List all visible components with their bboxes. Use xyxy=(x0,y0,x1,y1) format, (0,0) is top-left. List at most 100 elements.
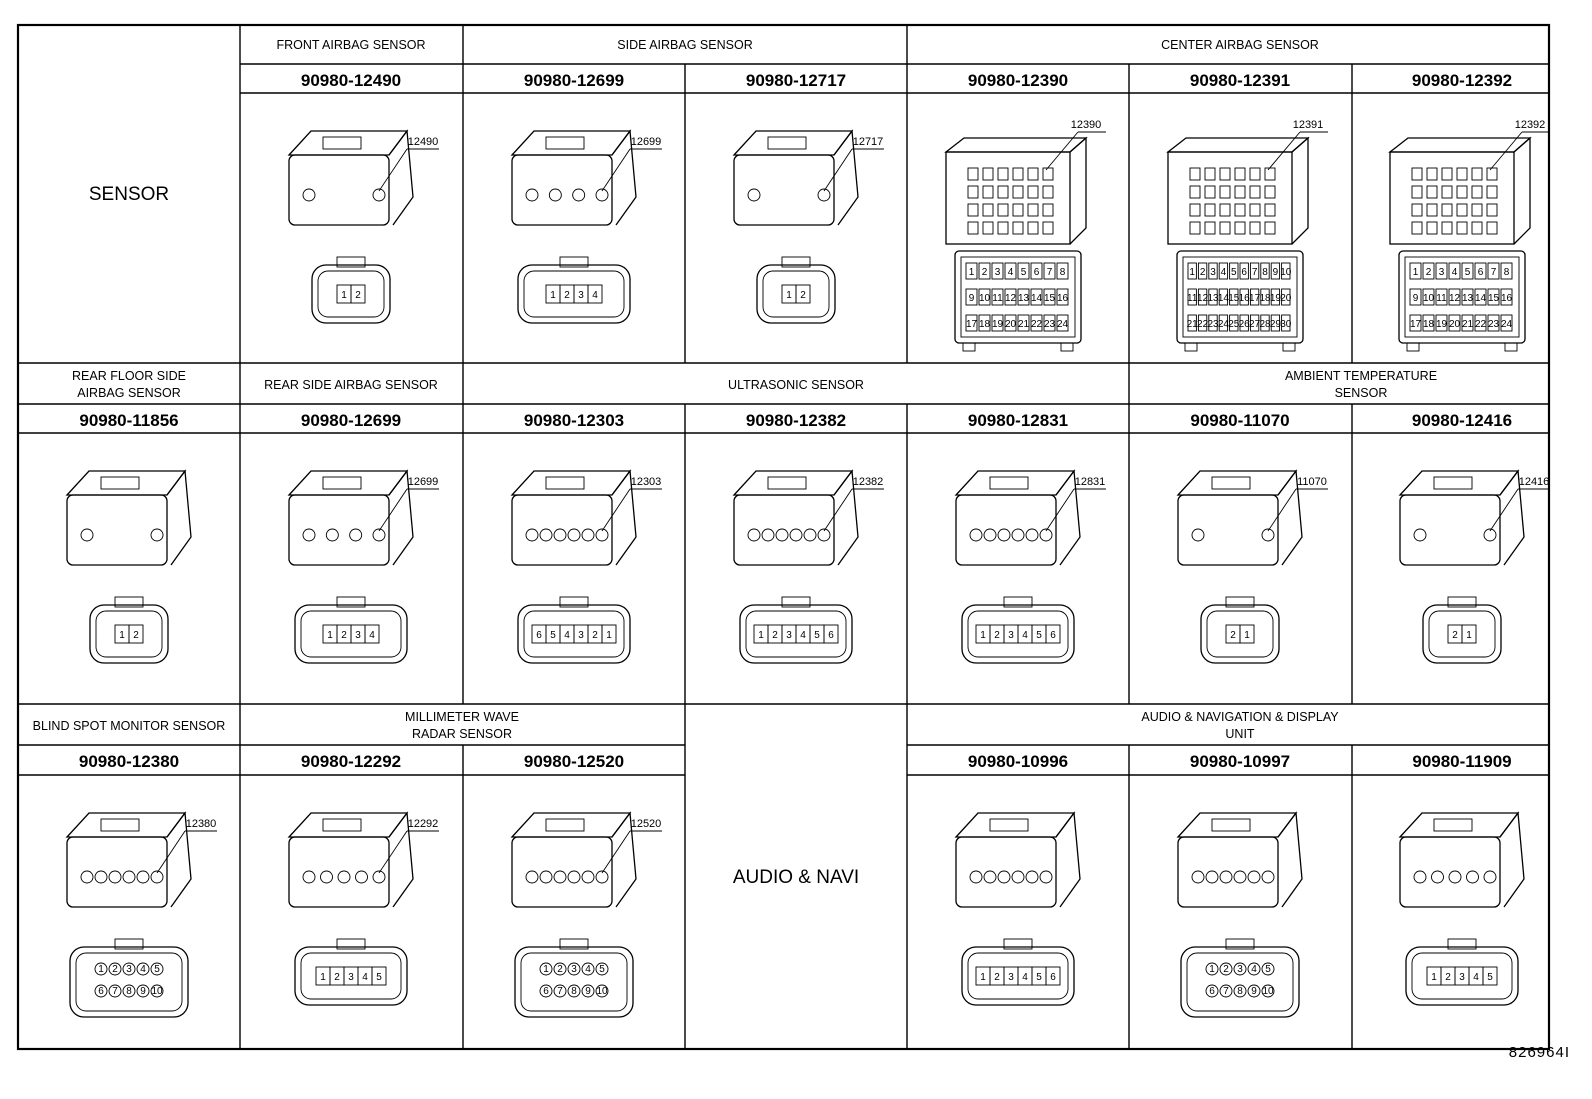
svg-text:18: 18 xyxy=(1259,293,1271,304)
svg-text:1: 1 xyxy=(606,630,612,641)
svg-text:11: 11 xyxy=(1187,293,1198,304)
svg-text:15: 15 xyxy=(1488,293,1500,304)
svg-text:2: 2 xyxy=(994,630,1000,641)
svg-text:12: 12 xyxy=(1005,293,1017,304)
svg-text:7: 7 xyxy=(1223,986,1229,997)
svg-text:1: 1 xyxy=(980,972,986,983)
svg-text:3: 3 xyxy=(1008,972,1014,983)
svg-text:2: 2 xyxy=(1445,972,1451,983)
group-center-airbag: CENTER AIRBAG SENSOR xyxy=(1161,38,1319,52)
svg-text:3: 3 xyxy=(355,630,361,641)
svg-text:17: 17 xyxy=(966,319,978,330)
svg-text:4: 4 xyxy=(362,972,368,983)
svg-text:5: 5 xyxy=(1487,972,1493,983)
part-number: 90980-12382 xyxy=(746,411,846,430)
drawing-id: 826964I xyxy=(1508,1044,1570,1061)
svg-text:16: 16 xyxy=(1501,293,1513,304)
svg-text:10: 10 xyxy=(1280,267,1292,278)
svg-text:7: 7 xyxy=(1252,267,1258,278)
group-ambient-2: SENSOR xyxy=(1335,386,1388,400)
part-number: 90980-11909 xyxy=(1412,752,1511,771)
svg-text:4: 4 xyxy=(585,964,591,975)
svg-text:11: 11 xyxy=(992,293,1003,304)
group-side-airbag: SIDE AIRBAG SENSOR xyxy=(617,38,752,52)
svg-text:30: 30 xyxy=(1280,319,1292,330)
svg-text:1: 1 xyxy=(1431,972,1437,983)
svg-text:14: 14 xyxy=(1475,293,1487,304)
svg-text:1: 1 xyxy=(550,290,556,301)
svg-text:2: 2 xyxy=(800,290,806,301)
header-labels: SENSOR FRONT AIRBAG SENSOR SIDE AIRBAG S… xyxy=(33,38,1437,888)
svg-text:24: 24 xyxy=(1501,319,1513,330)
svg-text:2: 2 xyxy=(355,290,361,301)
svg-text:22: 22 xyxy=(1475,319,1487,330)
svg-text:15: 15 xyxy=(1228,293,1240,304)
svg-text:4: 4 xyxy=(1251,964,1257,975)
svg-text:9: 9 xyxy=(585,986,591,997)
part-number: 90980-12717 xyxy=(746,71,846,90)
group-rear-floor-side-1: REAR FLOOR SIDE xyxy=(72,369,186,383)
part-number: 90980-11070 xyxy=(1190,411,1289,430)
svg-text:6: 6 xyxy=(536,630,542,641)
svg-text:17: 17 xyxy=(1410,319,1422,330)
svg-text:23: 23 xyxy=(1207,319,1219,330)
svg-text:1: 1 xyxy=(98,964,104,975)
svg-text:21: 21 xyxy=(1462,319,1474,330)
svg-text:1: 1 xyxy=(1189,267,1195,278)
svg-text:2: 2 xyxy=(1426,267,1432,278)
svg-text:2: 2 xyxy=(557,964,563,975)
svg-text:1: 1 xyxy=(543,964,549,975)
svg-text:2: 2 xyxy=(334,972,340,983)
group-ambient-1: AMBIENT TEMPERATURE xyxy=(1285,369,1437,383)
svg-text:12416: 12416 xyxy=(1519,476,1550,488)
group-blind-spot: BLIND SPOT MONITOR SENSOR xyxy=(33,719,226,733)
part-number: 90980-12831 xyxy=(968,411,1068,430)
svg-text:2: 2 xyxy=(1230,630,1236,641)
svg-text:14: 14 xyxy=(1218,293,1230,304)
svg-text:2: 2 xyxy=(112,964,118,975)
svg-text:21: 21 xyxy=(1018,319,1030,330)
group-ultrasonic: ULTRASONIC SENSOR xyxy=(728,378,864,392)
svg-text:14: 14 xyxy=(1031,293,1043,304)
audio-navi-cell: AUDIO & NAVI xyxy=(733,867,859,888)
part-number: 90980-12392 xyxy=(1412,71,1512,90)
svg-text:6: 6 xyxy=(543,986,549,997)
svg-text:8: 8 xyxy=(1504,267,1510,278)
svg-text:9: 9 xyxy=(1251,986,1257,997)
svg-text:2: 2 xyxy=(1452,630,1458,641)
svg-text:1: 1 xyxy=(786,290,792,301)
svg-text:26: 26 xyxy=(1239,319,1251,330)
svg-text:8: 8 xyxy=(1237,986,1243,997)
svg-text:3: 3 xyxy=(1459,972,1465,983)
group-rear-side-airbag: REAR SIDE AIRBAG SENSOR xyxy=(264,378,438,392)
svg-text:2: 2 xyxy=(982,267,988,278)
svg-text:20: 20 xyxy=(1005,319,1017,330)
svg-text:7: 7 xyxy=(557,986,563,997)
svg-text:3: 3 xyxy=(786,630,792,641)
svg-text:1: 1 xyxy=(341,290,347,301)
svg-text:18: 18 xyxy=(979,319,991,330)
svg-text:24: 24 xyxy=(1218,319,1230,330)
svg-text:4: 4 xyxy=(1008,267,1014,278)
svg-text:4: 4 xyxy=(1022,630,1028,641)
part-number: 90980-11856 xyxy=(79,411,178,430)
svg-text:6: 6 xyxy=(1034,267,1040,278)
part-number: 90980-12490 xyxy=(301,71,401,90)
svg-text:6: 6 xyxy=(1478,267,1484,278)
svg-text:3: 3 xyxy=(1210,267,1216,278)
svg-text:11: 11 xyxy=(1436,293,1447,304)
svg-text:12390: 12390 xyxy=(1071,119,1102,131)
svg-text:5: 5 xyxy=(1021,267,1027,278)
svg-text:13: 13 xyxy=(1018,293,1030,304)
svg-text:1: 1 xyxy=(758,630,764,641)
